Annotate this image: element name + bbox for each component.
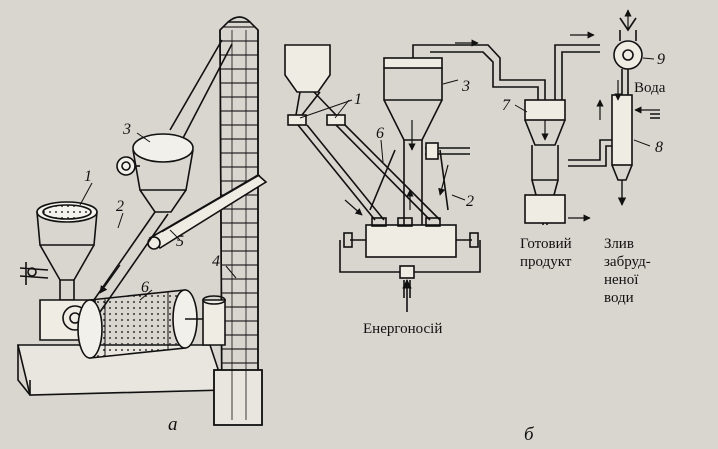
callout-b-2: 2 <box>466 193 474 210</box>
callout-a-5: 5 <box>176 233 184 250</box>
cyclone-separator <box>116 133 194 213</box>
water-label: Вода <box>634 80 666 96</box>
caption-a: а <box>168 414 178 435</box>
energy-carrier-label: Енергоносій <box>363 321 442 337</box>
callout-b-8: 8 <box>655 139 663 156</box>
callout-b-1: 1 <box>354 91 362 108</box>
callout-b-6: 6 <box>376 125 384 142</box>
product-label-line1: Готовий <box>520 236 572 252</box>
caption-b: б <box>524 424 535 445</box>
drain-label-line2: забруд- <box>604 254 651 270</box>
wet-scrubber <box>568 94 660 206</box>
callout-a-6: 6 <box>141 279 149 296</box>
drain-label-line1: Злив <box>604 236 634 252</box>
product-cyclone <box>524 99 591 225</box>
figure-b-callouts <box>299 57 655 201</box>
callout-b-7: 7 <box>502 97 511 114</box>
ball-mill <box>77 289 226 359</box>
classifier <box>383 44 443 225</box>
callout-b-9: 9 <box>657 51 665 68</box>
callout-a-4: 4 <box>212 253 220 270</box>
callout-b-3: 3 <box>461 78 470 95</box>
jet-mill-chamber <box>339 217 481 279</box>
drain-label-line4: води <box>604 290 634 306</box>
callout-a-3: 3 <box>122 121 131 138</box>
drain-label-line3: неної <box>604 272 639 288</box>
callout-a-1: 1 <box>84 168 92 185</box>
figure-a-callouts <box>79 132 237 301</box>
exhaust-fan <box>613 9 643 70</box>
figure-a-installation <box>16 16 268 426</box>
bucket-elevator <box>213 16 263 426</box>
callout-a-2: 2 <box>116 198 124 215</box>
figure-b-scheme <box>284 9 660 312</box>
feed-hopper <box>19 201 98 301</box>
product-label-line2: продукт <box>520 254 572 270</box>
